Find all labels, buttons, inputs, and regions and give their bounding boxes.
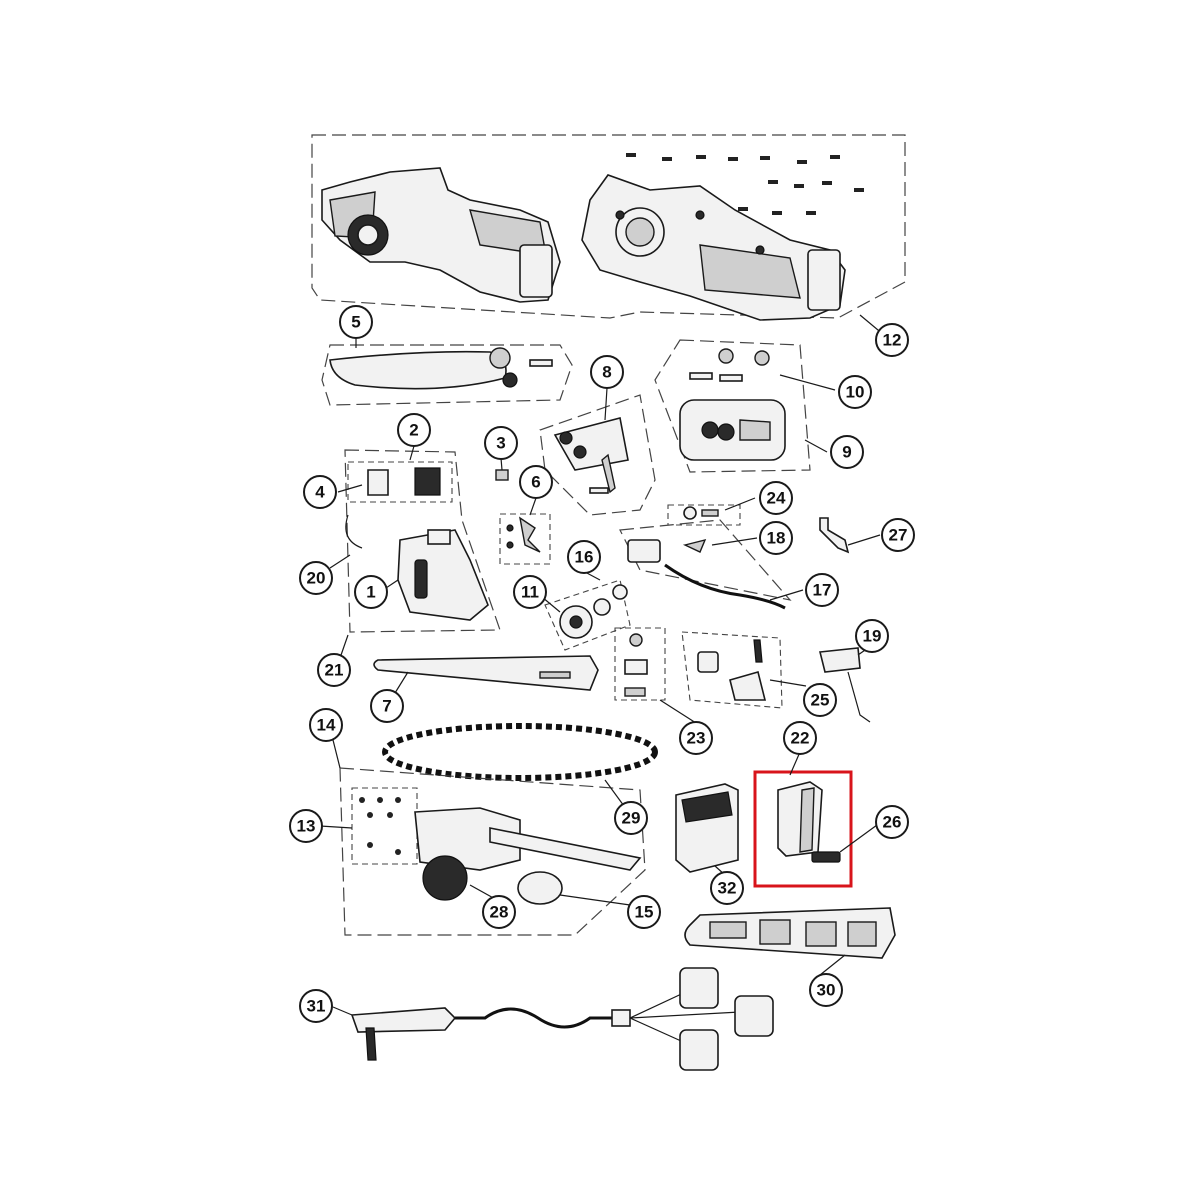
callout-3: 3 bbox=[484, 426, 518, 460]
callout-22: 22 bbox=[783, 721, 817, 755]
callout-28: 28 bbox=[482, 895, 516, 929]
svg-text:7: 7 bbox=[382, 697, 391, 716]
callout-14: 14 bbox=[309, 708, 343, 742]
housing-right-half bbox=[581, 174, 846, 321]
callout-2: 2 bbox=[397, 413, 431, 447]
part-30-bar-cover bbox=[684, 907, 896, 959]
svg-text:2: 2 bbox=[409, 421, 418, 440]
svg-text:26: 26 bbox=[883, 813, 902, 832]
svg-text:11: 11 bbox=[521, 583, 539, 602]
svg-text:31: 31 bbox=[307, 997, 326, 1016]
part-5-guard bbox=[321, 344, 573, 406]
highlighted-parts-box bbox=[753, 770, 853, 888]
part-15-gasket bbox=[517, 871, 563, 905]
svg-text:18: 18 bbox=[767, 529, 786, 548]
svg-text:25: 25 bbox=[811, 691, 830, 710]
part-23-trigger-group bbox=[614, 627, 666, 701]
svg-text:13: 13 bbox=[297, 817, 316, 836]
callout-1: 1 bbox=[354, 575, 388, 609]
callout-19: 19 bbox=[855, 619, 889, 653]
callout-30: 30 bbox=[809, 973, 843, 1007]
part-14-motor-group bbox=[339, 767, 646, 936]
callout-12: 12 bbox=[875, 323, 909, 357]
svg-text:5: 5 bbox=[351, 313, 360, 332]
callout-29: 29 bbox=[614, 801, 648, 835]
svg-text:16: 16 bbox=[575, 548, 594, 567]
svg-text:8: 8 bbox=[602, 363, 611, 382]
svg-text:9: 9 bbox=[842, 443, 851, 462]
part-29-chain bbox=[382, 723, 658, 781]
svg-text:12: 12 bbox=[883, 331, 902, 350]
svg-text:19: 19 bbox=[863, 627, 882, 646]
part-4-cap bbox=[367, 467, 441, 496]
callout-13: 13 bbox=[289, 809, 323, 843]
callout-31: 31 bbox=[299, 989, 333, 1023]
part-25-lock-group bbox=[681, 631, 783, 709]
part-22-switch-cover bbox=[777, 781, 823, 857]
part-21-oil-tank-group bbox=[344, 449, 501, 633]
callout-27: 27 bbox=[881, 518, 915, 552]
part-8-cover bbox=[539, 394, 656, 516]
callout-15: 15 bbox=[627, 895, 661, 929]
svg-text:28: 28 bbox=[490, 903, 509, 922]
housing-group bbox=[311, 134, 906, 321]
callout-25: 25 bbox=[803, 683, 837, 717]
callout-7: 7 bbox=[370, 689, 404, 723]
callout-16: 16 bbox=[567, 540, 601, 574]
svg-text:20: 20 bbox=[307, 569, 326, 588]
part-27-bracket bbox=[819, 517, 850, 554]
svg-text:32: 32 bbox=[718, 879, 737, 898]
part-10-nuts-bolts bbox=[689, 348, 770, 382]
part-3-bushing bbox=[495, 469, 509, 481]
part-11-sprocket bbox=[544, 579, 631, 651]
svg-text:15: 15 bbox=[635, 903, 654, 922]
callout-32: 32 bbox=[710, 871, 744, 905]
callout-20: 20 bbox=[299, 561, 333, 595]
part-24-nut-screw bbox=[667, 504, 741, 526]
part-26-terminal-block bbox=[811, 851, 841, 863]
housing-left-half bbox=[321, 167, 561, 303]
housing-screws bbox=[626, 153, 864, 215]
svg-text:10: 10 bbox=[846, 383, 865, 402]
callout-5: 5 bbox=[339, 305, 373, 339]
svg-text:17: 17 bbox=[813, 581, 832, 600]
svg-text:24: 24 bbox=[767, 489, 786, 508]
svg-text:6: 6 bbox=[531, 473, 540, 492]
part-19-switch-contact bbox=[819, 647, 871, 723]
callout-18: 18 bbox=[759, 521, 793, 555]
callout-24: 24 bbox=[759, 481, 793, 515]
svg-text:4: 4 bbox=[315, 483, 325, 502]
callout-23: 23 bbox=[679, 721, 713, 755]
leader-lines bbox=[319, 314, 891, 1016]
part-32-battery bbox=[675, 783, 739, 873]
svg-text:30: 30 bbox=[817, 981, 836, 1000]
svg-text:14: 14 bbox=[317, 716, 336, 735]
callout-21: 21 bbox=[317, 653, 351, 687]
callout-8: 8 bbox=[590, 355, 624, 389]
part-7-guide-bar bbox=[373, 655, 599, 691]
callout-11: 11 bbox=[513, 575, 547, 609]
callout-4: 4 bbox=[303, 475, 337, 509]
svg-text:23: 23 bbox=[687, 729, 706, 748]
callout-26: 26 bbox=[875, 805, 909, 839]
svg-text:29: 29 bbox=[622, 809, 641, 828]
svg-text:22: 22 bbox=[791, 729, 810, 748]
part-31-charger bbox=[350, 967, 774, 1071]
part-9-plate bbox=[654, 339, 811, 473]
callout-6: 6 bbox=[519, 465, 553, 499]
callout-9: 9 bbox=[830, 435, 864, 469]
callout-17: 17 bbox=[805, 573, 839, 607]
svg-text:27: 27 bbox=[889, 526, 908, 545]
svg-text:21: 21 bbox=[325, 661, 344, 680]
part-6-clip-group bbox=[499, 513, 551, 565]
callout-10: 10 bbox=[838, 375, 872, 409]
part-17-switch-wiring bbox=[619, 519, 792, 610]
part-16-washer bbox=[612, 584, 628, 600]
svg-text:3: 3 bbox=[496, 434, 505, 453]
svg-text:1: 1 bbox=[366, 583, 375, 602]
